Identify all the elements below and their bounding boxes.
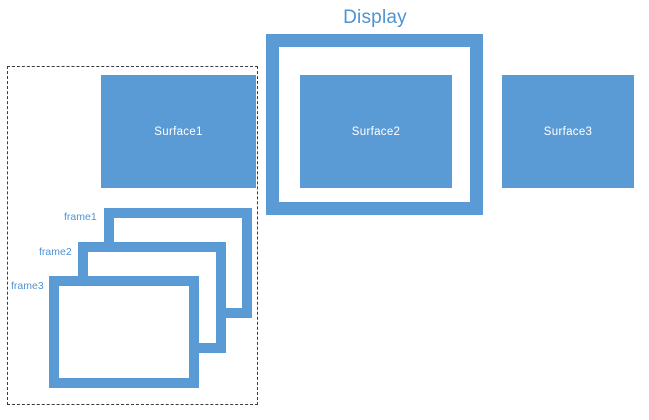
client-group-dashed-boundary bbox=[7, 66, 258, 405]
surface-label-2: Surface2 bbox=[351, 125, 401, 138]
surface-label-1: Surface1 bbox=[154, 125, 203, 138]
surface-box-2[interactable]: Surface2 bbox=[300, 75, 452, 188]
surface-label-3: Surface3 bbox=[543, 125, 593, 138]
surface-box-1[interactable]: Surface1 bbox=[101, 75, 256, 188]
frame-label-3: frame3 bbox=[11, 280, 44, 292]
frame-label-2: frame2 bbox=[39, 246, 72, 258]
surface-box-3[interactable]: Surface3 bbox=[502, 75, 634, 188]
frame-label-1: frame1 bbox=[64, 211, 97, 223]
frame-box-3[interactable] bbox=[49, 276, 199, 388]
display-title: Display bbox=[343, 7, 407, 28]
